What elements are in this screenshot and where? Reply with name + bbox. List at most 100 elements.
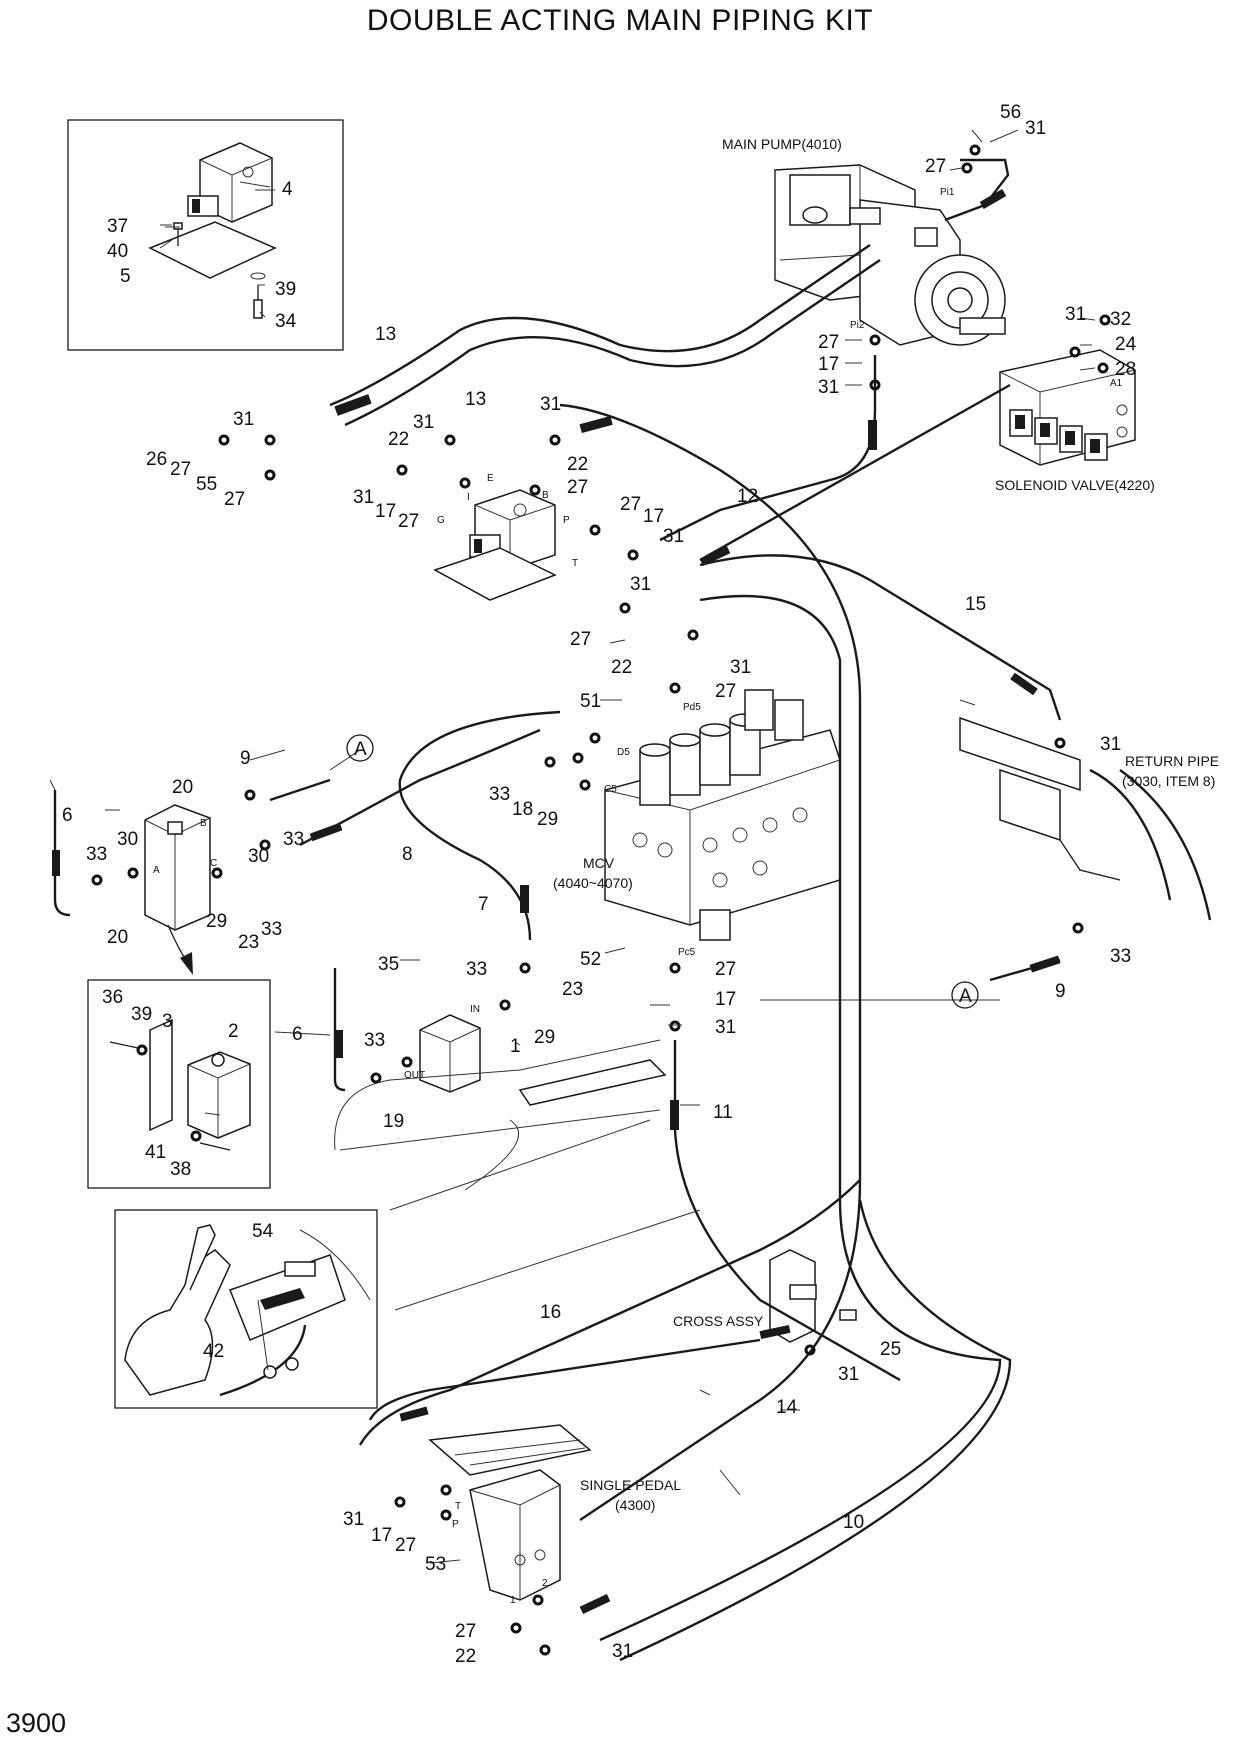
cross-block	[419, 1014, 667, 1106]
callout-9: 9	[1055, 981, 1066, 1002]
callout-22: 22	[455, 1646, 476, 1667]
callout-33: 33	[86, 844, 107, 865]
diagram-title: DOUBLE ACTING MAIN PIPING KIT	[366, 4, 874, 37]
callout-13: 13	[465, 389, 486, 410]
callout-31: 31	[1025, 118, 1046, 139]
callout-5: 5	[120, 266, 131, 287]
callout-27: 27	[455, 1621, 476, 1642]
callout-20: 20	[172, 777, 193, 798]
port-pi2: Pi2	[850, 320, 865, 331]
callout-35: 35	[378, 954, 399, 975]
reference-marker-a-lower-label: A	[959, 986, 972, 1007]
callout-27: 27	[925, 156, 946, 177]
callout-3: 3	[162, 1011, 173, 1032]
callout-40: 40	[107, 241, 128, 262]
mcv-label: MCV	[583, 855, 615, 871]
callout-29: 29	[206, 911, 227, 932]
callout-1: 1	[510, 1036, 521, 1057]
o-rings	[91, 144, 1111, 1656]
callout-33: 33	[364, 1030, 385, 1051]
cross-assy	[769, 1249, 857, 1343]
callout-13: 13	[375, 324, 396, 345]
callout-53: 53	[425, 1554, 446, 1575]
main-pump	[774, 164, 1006, 346]
callout-22: 22	[388, 429, 409, 450]
port-pc5: Pc5	[678, 947, 696, 958]
reference-marker-a-upper-label: A	[354, 739, 367, 760]
callout-31: 31	[663, 526, 684, 547]
callout-16: 16	[540, 1302, 561, 1323]
callout-20: 20	[107, 927, 128, 948]
hose-crimps	[52, 189, 1061, 1614]
port-e: E	[487, 473, 494, 484]
callout-31: 31	[612, 1641, 633, 1662]
callout-22: 22	[567, 454, 588, 475]
mcv-ref: (4040~4070)	[553, 875, 633, 891]
callout-22: 22	[611, 657, 632, 678]
port-i: I	[467, 492, 470, 503]
leader-lines	[49, 129, 1096, 1564]
callout-33: 33	[1110, 946, 1131, 967]
callout-42: 42	[203, 1341, 224, 1362]
solenoid-valve	[999, 349, 1136, 466]
callout-7: 7	[478, 894, 489, 915]
callout-23: 23	[562, 979, 583, 1000]
callout-17: 17	[715, 989, 736, 1010]
port-c: C	[210, 858, 217, 869]
callout-8: 8	[402, 844, 413, 865]
single-pedal	[428, 1424, 592, 1601]
callout-18: 18	[512, 799, 533, 820]
callout-41: 41	[145, 1142, 166, 1163]
page-number: 3900	[6, 1708, 67, 1738]
callout-31: 31	[233, 409, 254, 430]
callout-52: 52	[580, 949, 601, 970]
upper-manifold	[433, 489, 557, 601]
callout-23: 23	[238, 932, 259, 953]
callout-54: 54	[252, 1221, 274, 1242]
inset-solenoid-block	[67, 119, 344, 351]
callout-31: 31	[630, 574, 651, 595]
callout-17: 17	[818, 354, 839, 375]
solenoid-valve-label: SOLENOID VALVE(4220)	[995, 477, 1155, 493]
callout-10: 10	[843, 1512, 864, 1533]
callout-38: 38	[170, 1159, 191, 1180]
callout-12: 12	[737, 486, 758, 507]
callout-27: 27	[620, 494, 641, 515]
callout-27: 27	[715, 681, 736, 702]
callout-15: 15	[965, 594, 986, 615]
callout-33: 33	[466, 959, 487, 980]
reference-marker-a-lower: A	[951, 981, 979, 1009]
callout-32: 32	[1110, 309, 1131, 330]
callout-31: 31	[715, 1017, 736, 1038]
callout-56: 56	[1000, 102, 1021, 123]
callout-27: 27	[570, 629, 591, 650]
callout-34: 34	[275, 311, 297, 332]
inset-cab-switch	[114, 1209, 378, 1409]
callout-31: 31	[1100, 734, 1121, 755]
callout-27: 27	[567, 477, 588, 498]
port-b: B	[542, 490, 549, 501]
callout-31: 31	[353, 487, 374, 508]
single-pedal-ref: (4300)	[615, 1497, 655, 1513]
callout-31: 31	[1065, 304, 1086, 325]
callout-numbers: 56 31 27 31 32 24 28 27 17 31 31 13 13 2…	[62, 102, 1137, 1667]
port-c5: C5	[604, 784, 617, 795]
callout-6: 6	[292, 1024, 303, 1045]
return-pipe-ref: (3030, ITEM 8)	[1122, 773, 1215, 789]
callout-36: 36	[102, 987, 123, 1008]
port-a1: A1	[1110, 378, 1123, 389]
cross-assy-label: CROSS ASSY	[673, 1313, 764, 1329]
callout-27: 27	[818, 332, 839, 353]
inset-cross-block	[87, 979, 271, 1189]
callout-51: 51	[580, 691, 601, 712]
callout-27: 27	[170, 459, 191, 480]
callout-17: 17	[643, 506, 664, 527]
callout-29: 29	[537, 809, 558, 830]
port-p: P	[563, 515, 570, 526]
callout-33: 33	[261, 919, 282, 940]
return-pipe	[959, 716, 1212, 921]
port-pedal-t: T	[455, 1501, 461, 1512]
callout-26: 26	[146, 449, 167, 470]
port-b-left: B	[200, 818, 207, 829]
